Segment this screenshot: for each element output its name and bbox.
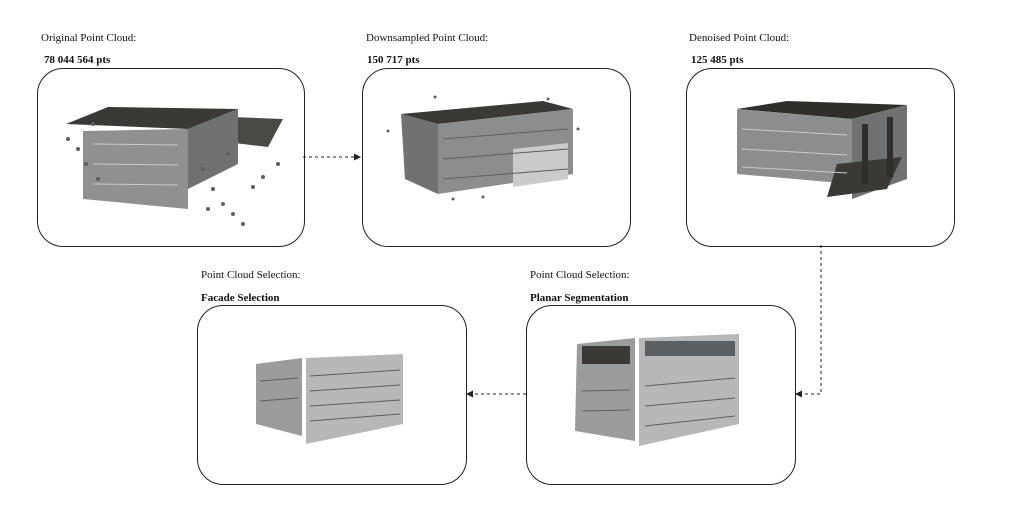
stage-count-downsampled: 150 717 pts — [367, 54, 420, 66]
stage-count-facade: Facade Selection — [201, 292, 280, 304]
panel-downsampled-point-cloud — [362, 68, 631, 247]
stage-title-planar: Point Cloud Selection: — [530, 269, 630, 281]
panel-original-point-cloud — [37, 68, 305, 247]
stage-count-original: 78 044 564 pts — [44, 54, 111, 66]
stage-count-denoised: 125 485 pts — [691, 54, 744, 66]
stage-count-planar: Planar Segmentation — [530, 292, 629, 304]
point-cloud-denoised-image — [737, 101, 907, 199]
stage-title-original: Original Point Cloud: — [41, 32, 137, 44]
stage-title-downsampled: Downsampled Point Cloud: — [366, 32, 489, 44]
panel-facade-selection — [197, 305, 467, 485]
point-cloud-downsampled-image — [386, 95, 580, 201]
panel-planar-segmentation — [526, 305, 796, 485]
stage-title-facade: Point Cloud Selection: — [201, 269, 301, 281]
arrow-denoised-to-planar — [795, 245, 822, 398]
point-cloud-facade-image — [256, 354, 403, 444]
stage-title-denoised: Denoised Point Cloud: — [689, 32, 790, 44]
point-cloud-original-image — [66, 107, 283, 226]
point-cloud-planar-image — [575, 334, 739, 446]
panel-denoised-point-cloud — [686, 68, 955, 247]
